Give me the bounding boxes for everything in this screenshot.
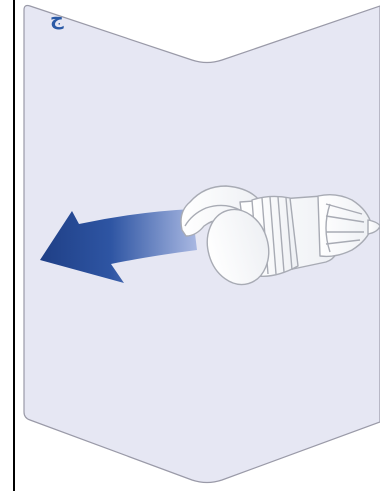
folded-panel (13, 0, 380, 491)
pen-needle-cap-icon (180, 185, 380, 286)
step-label: ج (50, 8, 64, 30)
direction-arrow-icon (40, 209, 197, 283)
